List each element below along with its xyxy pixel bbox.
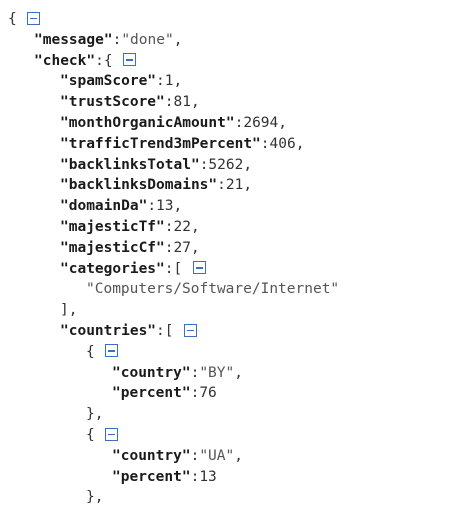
json-punctuation: : bbox=[217, 177, 226, 194]
json-punctuation: , bbox=[173, 31, 183, 48]
json-punctuation: { bbox=[8, 11, 26, 27]
json-number-value: 81 bbox=[173, 94, 191, 111]
json-number-value: 27 bbox=[173, 239, 191, 256]
json-punctuation: : bbox=[234, 115, 244, 131]
json-punctuation: , bbox=[173, 73, 183, 90]
json-line: "country":"BY", bbox=[112, 363, 243, 384]
json-number-value: 76 bbox=[199, 385, 217, 402]
json-key: "monthOrganicAmount" bbox=[60, 115, 235, 131]
json-punctuation: : bbox=[164, 219, 174, 235]
json-line: "trustScore":81, bbox=[60, 92, 200, 113]
json-punctuation: : bbox=[190, 447, 200, 464]
json-line: "countries":[ bbox=[60, 321, 198, 342]
json-key: "percent" bbox=[112, 468, 191, 485]
json-number-value: 21 bbox=[225, 177, 244, 194]
json-key: "country" bbox=[112, 447, 191, 464]
collapse-minus-icon[interactable] bbox=[105, 427, 119, 441]
json-line: "monthOrganicAmount":2694, bbox=[60, 113, 287, 134]
json-punctuation: }, bbox=[86, 489, 104, 506]
json-number-value: 2694 bbox=[243, 115, 279, 131]
json-key: "check" bbox=[34, 52, 96, 69]
json-punctuation: , bbox=[190, 94, 200, 111]
json-key: "majesticTf" bbox=[60, 219, 165, 235]
json-line: { bbox=[8, 9, 41, 30]
json-punctuation: : bbox=[190, 364, 200, 381]
json-punctuation: }, bbox=[86, 406, 104, 423]
json-punctuation: , bbox=[173, 198, 183, 215]
json-key: "percent" bbox=[112, 385, 191, 402]
json-line: "percent":13 bbox=[112, 467, 217, 488]
json-line: "spamScore":1, bbox=[60, 71, 182, 92]
json-key: "backlinksTotal" bbox=[60, 156, 200, 173]
json-punctuation: , bbox=[243, 177, 253, 194]
json-punctuation: : bbox=[164, 239, 174, 256]
json-key: "domainDa" bbox=[60, 198, 148, 215]
json-line: "majesticTf":22, bbox=[60, 217, 200, 238]
json-key: "trustScore" bbox=[60, 94, 165, 111]
json-punctuation: ], bbox=[60, 302, 78, 319]
json-punctuation: { bbox=[86, 427, 104, 443]
json-number-value: 22 bbox=[173, 219, 191, 235]
json-line: }, bbox=[86, 404, 103, 425]
collapse-minus-icon[interactable] bbox=[105, 344, 119, 358]
collapse-minus-icon[interactable] bbox=[184, 323, 198, 337]
json-string-value: "UA" bbox=[199, 447, 235, 464]
json-string-value: "done" bbox=[121, 31, 174, 48]
json-punctuation: , bbox=[190, 219, 200, 235]
json-line: "domainDa":13, bbox=[60, 196, 182, 217]
json-key: "country" bbox=[112, 364, 191, 381]
json-punctuation: , bbox=[278, 115, 287, 131]
collapse-minus-icon[interactable] bbox=[192, 261, 206, 275]
json-line: "percent":76 bbox=[112, 383, 217, 404]
json-key: "majesticCf" bbox=[60, 239, 165, 256]
json-line: "country":"UA", bbox=[112, 446, 243, 467]
json-punctuation: { bbox=[86, 343, 104, 360]
json-line: "message":"done", bbox=[34, 30, 182, 51]
json-key: "message" bbox=[34, 31, 113, 48]
json-punctuation: : bbox=[112, 31, 122, 48]
json-line: "trafficTrend3mPercent":406, bbox=[60, 134, 304, 155]
json-punctuation: : bbox=[147, 198, 157, 215]
json-key: "countries" bbox=[60, 323, 157, 339]
json-punctuation: : bbox=[156, 73, 165, 90]
json-punctuation: , bbox=[190, 239, 200, 256]
json-key: "spamScore" bbox=[60, 73, 157, 90]
json-key: "categories" bbox=[60, 260, 165, 277]
collapse-minus-icon[interactable] bbox=[123, 53, 137, 67]
json-line: "Computers/Software/Internet" bbox=[86, 279, 339, 300]
collapse-minus-icon[interactable] bbox=[27, 11, 41, 25]
json-line: }, bbox=[86, 487, 103, 508]
json-line: "backlinksDomains":21, bbox=[60, 175, 252, 196]
json-number-value: 406 bbox=[269, 135, 296, 152]
json-line: "categories":[ bbox=[60, 259, 206, 280]
json-punctuation: , bbox=[243, 156, 253, 173]
json-punctuation: : bbox=[190, 468, 200, 485]
json-line: ], bbox=[60, 300, 77, 321]
json-line: "backlinksTotal":5262, bbox=[60, 155, 252, 176]
json-punctuation: : bbox=[260, 135, 270, 152]
json-punctuation: :[ bbox=[156, 323, 183, 339]
json-number-value: 1 bbox=[164, 73, 174, 90]
json-string-value: "BY" bbox=[199, 364, 235, 381]
json-punctuation: , bbox=[295, 135, 305, 152]
json-string-value: "Computers/Software/Internet" bbox=[86, 281, 340, 298]
json-punctuation: , bbox=[234, 447, 243, 464]
json-punctuation: :{ bbox=[95, 52, 122, 69]
json-line: "majesticCf":27, bbox=[60, 238, 200, 259]
json-key: "backlinksDomains" bbox=[60, 177, 218, 194]
json-line: { bbox=[86, 342, 119, 363]
json-line: { bbox=[86, 425, 119, 446]
json-punctuation: , bbox=[234, 364, 243, 381]
json-punctuation: : bbox=[199, 156, 209, 173]
json-number-value: 13 bbox=[199, 468, 217, 485]
json-key: "trafficTrend3mPercent" bbox=[60, 135, 261, 152]
json-number-value: 5262 bbox=[208, 156, 244, 173]
json-line: "check":{ bbox=[34, 51, 137, 72]
json-punctuation: : bbox=[190, 385, 200, 402]
json-punctuation: : bbox=[164, 94, 174, 111]
json-punctuation: :[ bbox=[164, 260, 191, 277]
json-number-value: 13 bbox=[156, 198, 174, 215]
